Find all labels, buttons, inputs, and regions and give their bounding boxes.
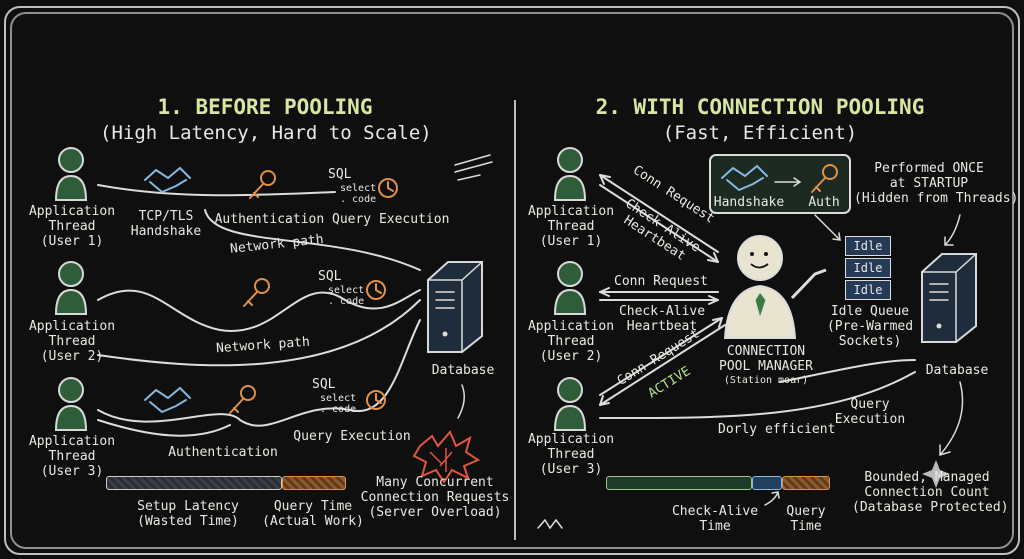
explosion-icon xyxy=(412,430,481,484)
person-icon xyxy=(54,147,88,201)
person-icon xyxy=(54,261,88,315)
query-time-label: Query Time(Actual Work) xyxy=(262,499,364,529)
dorly-efficient-label: Dorly efficient xyxy=(718,422,836,437)
query-time-bar-right xyxy=(782,476,830,490)
db-to-bounded-arrow xyxy=(939,381,964,457)
check-alive-bar xyxy=(752,476,782,490)
right-subtitle: (Fast, Efficient) xyxy=(662,122,858,144)
person-icon xyxy=(553,377,587,431)
pooled-work-bar xyxy=(606,476,752,490)
sql-snippet-3: SQL select . code xyxy=(312,377,357,416)
conn-request-label-2: Conn Request xyxy=(614,274,708,289)
query-execution-flow xyxy=(599,371,916,420)
sparkle-mark xyxy=(922,460,950,488)
outer-frame xyxy=(4,6,1020,555)
idle-slot: Idle xyxy=(845,236,891,256)
key-icon xyxy=(811,164,838,193)
timeline-arrow xyxy=(764,491,780,506)
person-icon xyxy=(553,261,587,315)
authentication-label: Authentication xyxy=(168,445,278,460)
inner-frame xyxy=(10,12,1014,549)
handshake-icon xyxy=(144,386,191,414)
startup-to-idle-arrow xyxy=(814,214,841,241)
key-icon xyxy=(243,278,270,307)
idle-slot: Idle xyxy=(845,258,891,278)
left-database-label: Database xyxy=(431,363,495,378)
setup-latency-label: Setup Latency(Wasted Time) xyxy=(137,499,239,529)
clock-icon xyxy=(378,178,398,198)
flow-user2-network xyxy=(97,299,421,367)
key-icon xyxy=(249,170,276,199)
sql-snippet-1: SQL select . code xyxy=(328,167,377,206)
query-time-bar xyxy=(282,476,346,490)
setup-latency-bar xyxy=(106,476,282,490)
sql-snippet-2: SQL select . code xyxy=(318,269,365,308)
right-title: 2. WITH CONNECTION POOLING xyxy=(595,95,925,119)
startup-auth-label: Auth xyxy=(808,195,840,210)
heartbeat-arrow-1 xyxy=(599,184,719,263)
flow-user2 xyxy=(97,289,421,332)
squiggle-mark xyxy=(537,518,563,530)
conn-request-arrow-3 xyxy=(599,324,726,406)
startup-handshake-label: Handshake xyxy=(713,195,785,210)
startup-box xyxy=(709,154,851,214)
handshake-icon xyxy=(721,164,768,192)
conn-request-arrow-1 xyxy=(599,174,719,253)
clock-icon xyxy=(366,390,386,410)
clock-icon xyxy=(366,280,386,300)
performed-arrow xyxy=(944,214,961,246)
active-arrow-3 xyxy=(599,317,723,396)
flow-user1-network xyxy=(204,209,421,271)
idle-slot: Idle xyxy=(845,280,891,300)
right-database-label: Database xyxy=(925,363,989,378)
key-icon xyxy=(229,385,256,414)
flow-user1 xyxy=(97,184,336,197)
left-title: 1. BEFORE POOLING xyxy=(157,95,373,119)
left-subtitle: (High Latency, Hard to Scale) xyxy=(100,122,432,144)
pool-manager-label: CONNECTION POOL MANAGER (Station moar) xyxy=(719,344,813,386)
server-icon xyxy=(921,253,977,343)
flow-user3 xyxy=(97,319,421,427)
person-icon xyxy=(553,147,587,201)
pool-manager-icon xyxy=(723,235,827,339)
arrow-to-overload xyxy=(457,384,465,419)
auth-query-label: Authentication Query Execution xyxy=(214,212,450,227)
query-execution-label: Query Execution xyxy=(293,429,411,444)
squiggle-mark xyxy=(454,154,493,181)
person-icon xyxy=(54,377,88,431)
user2-to-db-flow xyxy=(779,359,916,383)
server-icon xyxy=(427,261,483,353)
flow-user3-b xyxy=(97,419,231,437)
handshake-icon xyxy=(144,166,191,194)
